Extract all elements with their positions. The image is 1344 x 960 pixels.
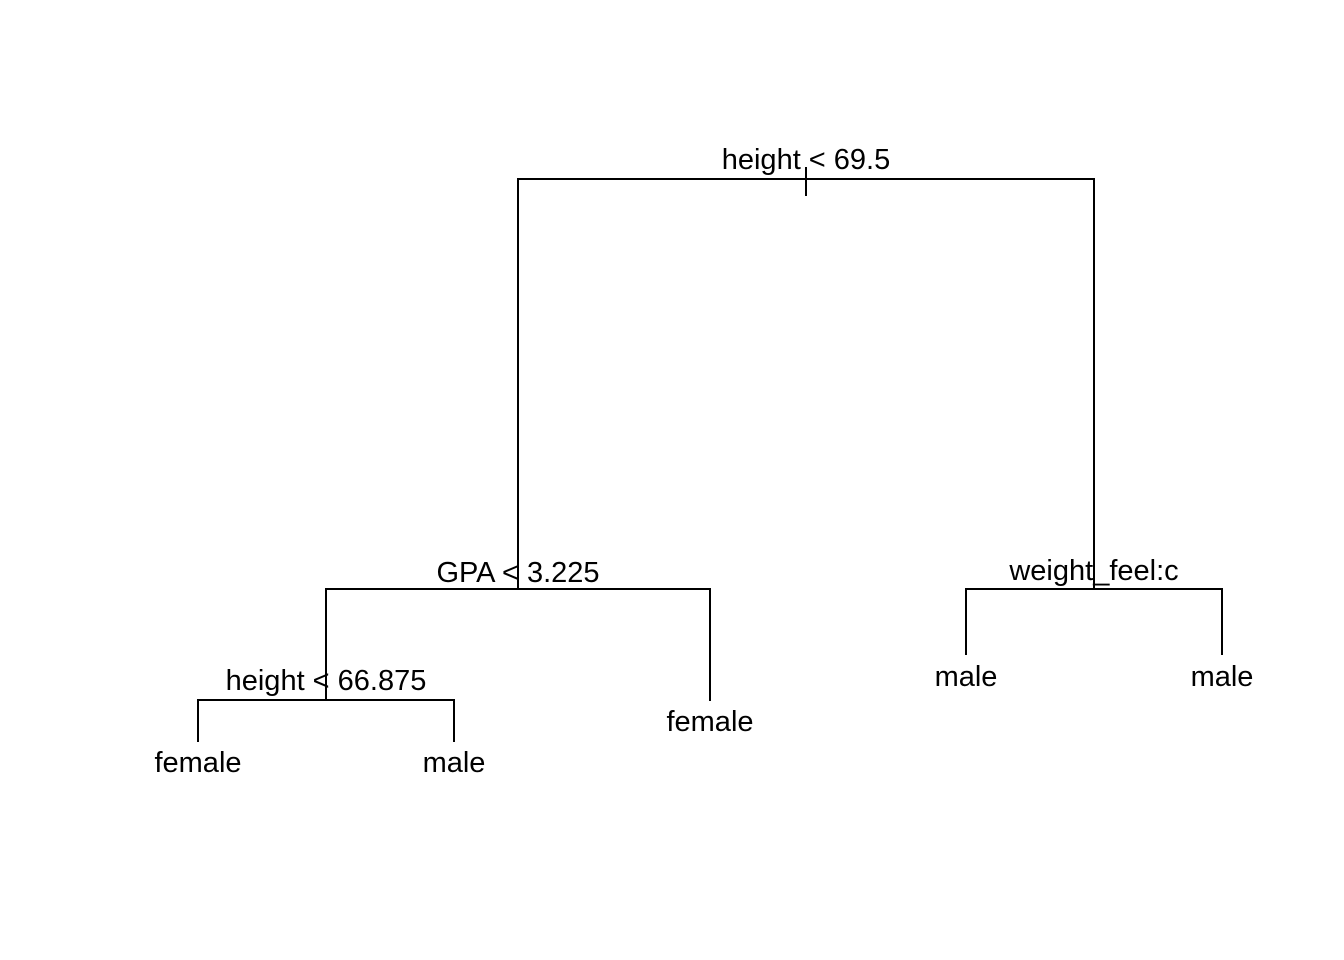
leaf-label-male-3: male xyxy=(1191,661,1254,693)
split-label-height2: height < 66.875 xyxy=(226,665,427,697)
leaf-label-female-2: female xyxy=(666,706,753,738)
split-label-gpa: GPA < 3.225 xyxy=(436,557,599,589)
split-label-root: height < 69.5 xyxy=(722,144,891,176)
leaf-label-male-1: male xyxy=(423,747,486,779)
split-label-weight: weight_feel:c xyxy=(1008,555,1178,587)
leaf-label-male-2: male xyxy=(935,661,998,693)
split-node-weight xyxy=(965,588,1223,655)
height2-split-connector xyxy=(197,699,455,742)
leaf-label-female-1: female xyxy=(154,747,241,779)
split-node-gpa xyxy=(325,588,711,701)
gpa-split-connector xyxy=(325,588,711,701)
split-node-root xyxy=(517,167,1095,589)
weight-split-connector xyxy=(965,588,1223,655)
root-split-connector xyxy=(517,178,1095,589)
split-node-height2 xyxy=(197,699,455,742)
